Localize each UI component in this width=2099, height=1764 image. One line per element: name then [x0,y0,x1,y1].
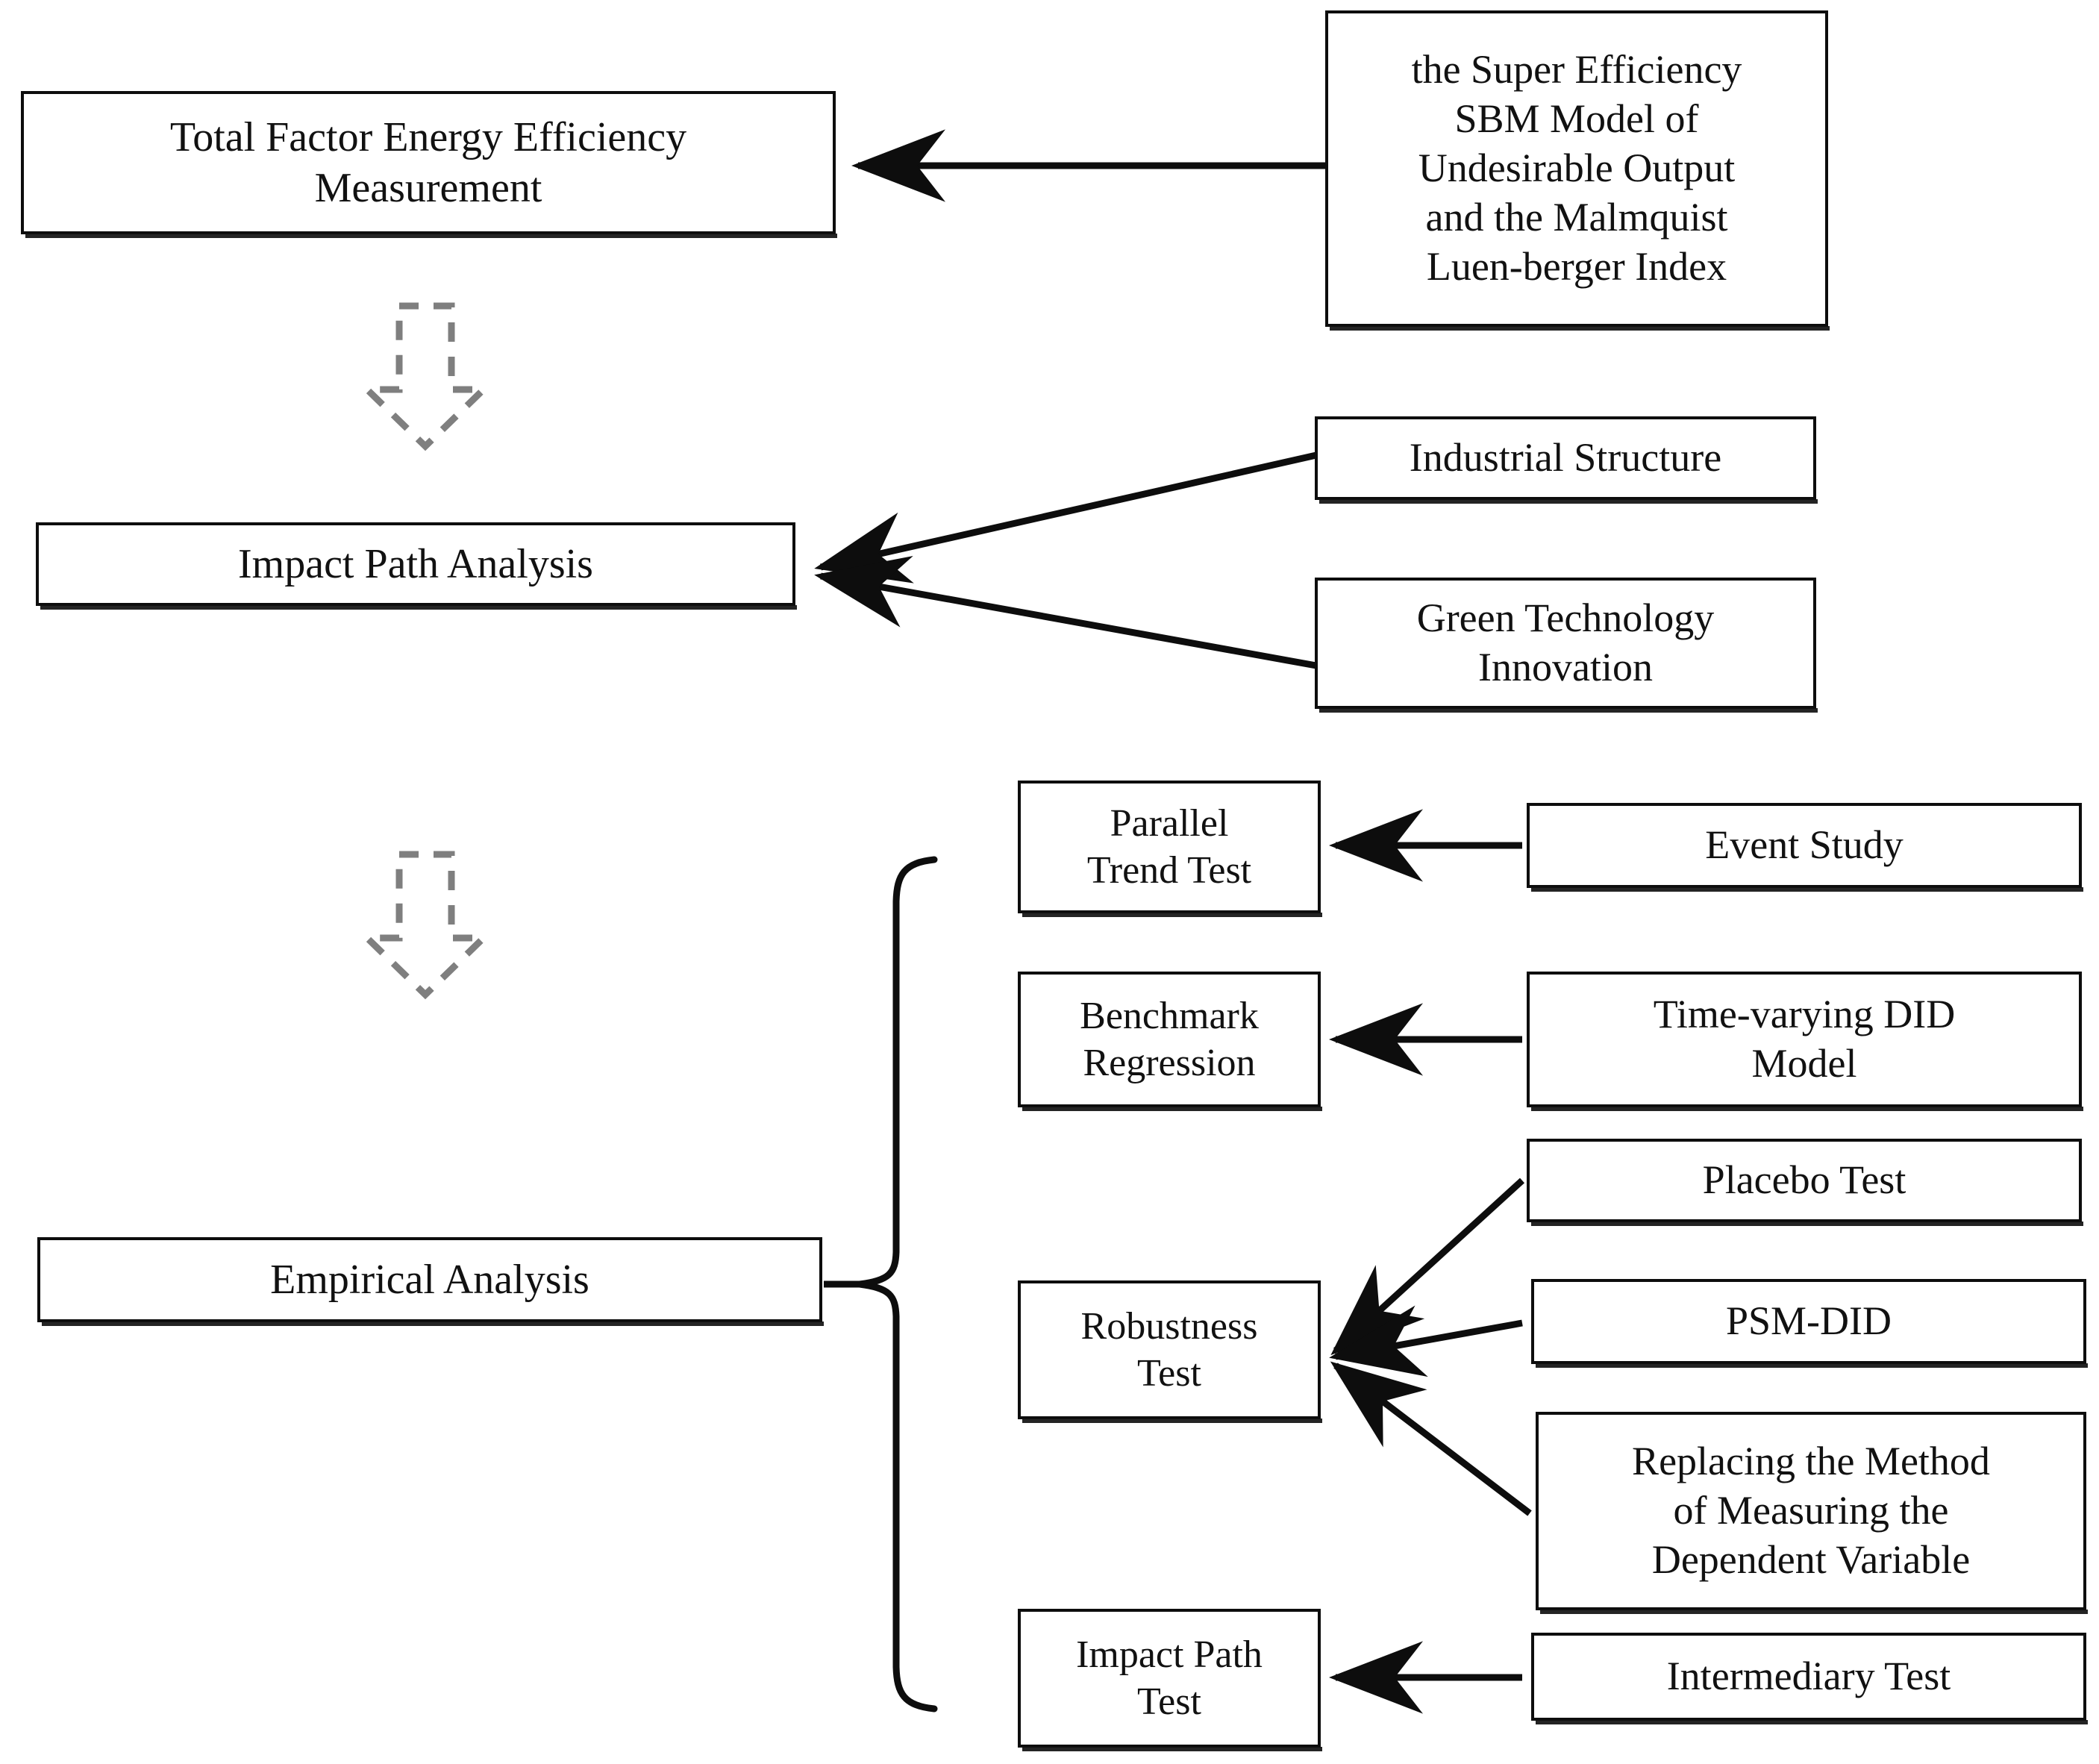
node-event-study[interactable]: Event Study [1527,803,2083,892]
node-label: Time-varying DID Model [1653,992,1956,1086]
arrow-placebo-to-robustness [1330,1177,1525,1356]
node-intermediary-test[interactable]: Intermediary Test [1531,1633,2088,1724]
dashed-down-arrow-2 [351,847,515,1004]
node-label: Benchmark Regression [1080,994,1259,1084]
node-robustness-test[interactable]: Robustness Test [1018,1280,1322,1423]
node-label: Parallel Trend Test [1086,801,1252,892]
node-psm-did[interactable]: PSM-DID [1531,1279,2088,1368]
node-label: Total Factor Energy Efficiency Measureme… [169,113,687,211]
arrow-replacing-method-to-robustness [1330,1361,1532,1516]
curly-brace-empirical-analysis [824,856,938,1713]
node-label: Impact Path Test [1076,1633,1263,1723]
node-time-varying-did-model[interactable]: Time-varying DID Model [1527,972,2083,1111]
node-label: Empirical Analysis [270,1256,589,1303]
node-label: the Super Efficiency SBM Model of Undesi… [1411,47,1742,289]
node-label: Event Study [1705,822,1904,868]
node-label: Industrial Structure [1409,435,1722,481]
arrow-green-tech-to-impact-path [814,555,1317,669]
node-label: Robustness Test [1080,1304,1258,1395]
node-parallel-trend-test[interactable]: Parallel Trend Test [1018,781,1322,917]
node-label: PSM-DID [1725,1298,1892,1344]
node-placebo-test[interactable]: Placebo Test [1527,1139,2083,1226]
node-impact-path-test[interactable]: Impact Path Test [1018,1609,1322,1751]
node-industrial-structure[interactable]: Industrial Structure [1315,416,1818,504]
node-label: Replacing the Method of Measuring the De… [1632,1439,1990,1582]
node-super-efficiency-sbm-model[interactable]: the Super Efficiency SBM Model of Undesi… [1325,10,1830,331]
dashed-down-arrow-1 [351,298,515,455]
node-impact-path-analysis[interactable]: Impact Path Analysis [36,522,797,610]
node-benchmark-regression[interactable]: Benchmark Regression [1018,972,1322,1111]
node-label: Impact Path Analysis [238,540,593,587]
node-total-factor-energy-efficiency-measurement[interactable]: Total Factor Energy Efficiency Measureme… [21,91,837,238]
arrow-industrial-structure-to-impact-path [814,451,1317,584]
arrow-psm-did-to-robustness [1329,1305,1523,1377]
node-label: Green Technology Innovation [1416,595,1715,689]
node-replacing-method-dependent-variable[interactable]: Replacing the Method of Measuring the De… [1536,1412,2088,1614]
node-empirical-analysis[interactable]: Empirical Analysis [37,1237,824,1326]
node-green-technology-innovation[interactable]: Green Technology Innovation [1315,578,1818,713]
node-label: Intermediary Test [1666,1654,1951,1699]
node-label: Placebo Test [1702,1157,1906,1203]
